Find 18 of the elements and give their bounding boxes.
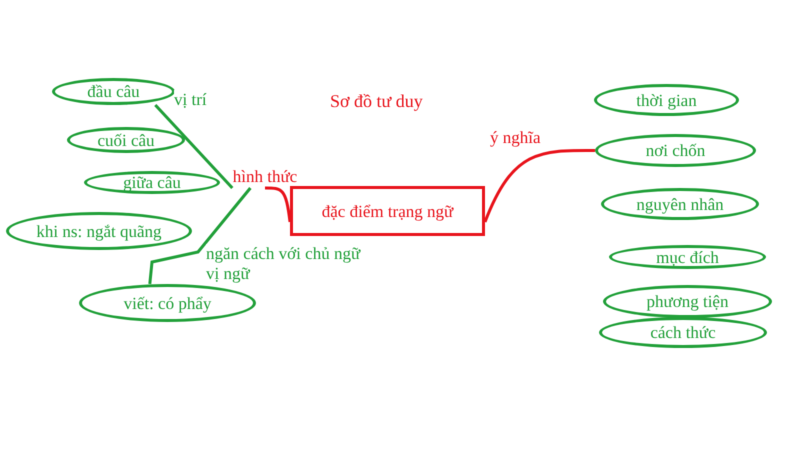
topic-ellipse: viết: có phẩy xyxy=(79,284,256,322)
branch-label: hình thức xyxy=(222,165,308,188)
topic-ellipse: mục đích xyxy=(609,245,766,269)
topic-ellipse: phương tiện xyxy=(603,285,772,318)
topic-ellipse: nguyên nhân xyxy=(601,188,759,220)
connector-line xyxy=(484,148,595,223)
central-topic-box: đặc điểm trạng ngữ xyxy=(290,186,485,236)
topic-ellipse: khi ns: ngắt quãng xyxy=(6,212,192,250)
connector-line xyxy=(154,104,234,190)
topic-ellipse: cuối câu xyxy=(67,127,185,153)
connector-line xyxy=(148,187,252,284)
topic-ellipse: giữa câu xyxy=(84,171,220,194)
connector-line xyxy=(265,186,292,222)
topic-ellipse: nơi chốn xyxy=(595,134,756,167)
topic-ellipse: cách thức xyxy=(599,317,767,348)
topic-ellipse: thời gian xyxy=(594,84,739,116)
topic-ellipse: đầu câu xyxy=(52,78,175,105)
diagram-title: Sơ đồ tư duy xyxy=(330,90,423,113)
